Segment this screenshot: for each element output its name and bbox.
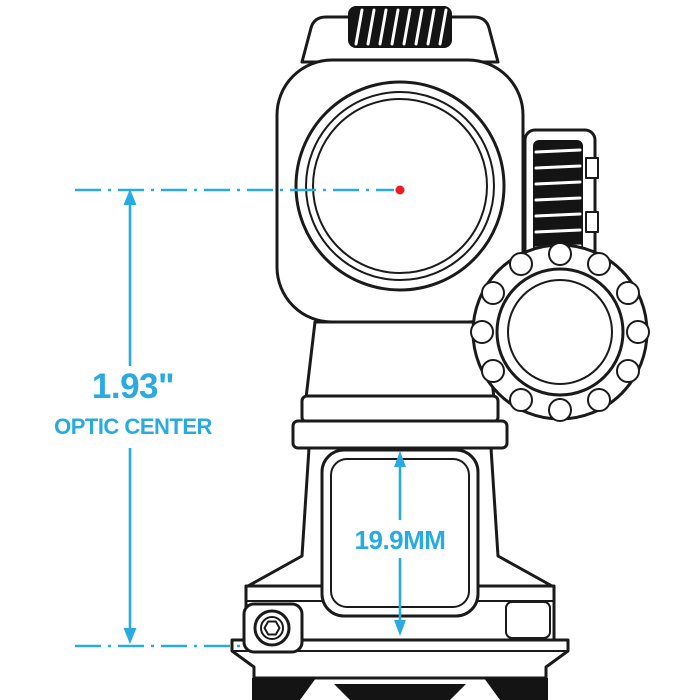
rail-foot-center	[334, 684, 466, 700]
riser-right-edge	[489, 446, 554, 588]
window-height-label: 19.9MM	[355, 525, 446, 555]
top-cap-knurl	[348, 6, 452, 48]
rail-foot-left	[252, 678, 316, 700]
knob-scallop	[470, 320, 494, 344]
arrowhead-down	[123, 628, 137, 644]
red-dot-reticle	[395, 185, 405, 195]
lens-inner-ring	[312, 98, 488, 274]
arrowhead-down	[394, 620, 406, 636]
neck-flange-lower	[291, 419, 509, 450]
knob-scallop	[626, 320, 650, 344]
rail-foot-right	[484, 678, 548, 700]
knob-scallop	[587, 252, 611, 276]
riser-left-edge	[246, 446, 311, 588]
windage-knob-tab-upper	[585, 157, 599, 179]
knob-scallop	[481, 281, 505, 305]
neck-flange-upper	[300, 394, 500, 424]
sight-top-cap	[300, 6, 500, 64]
knob-scallop	[616, 359, 640, 383]
knob-scallop	[548, 398, 572, 422]
arrowhead-up	[394, 451, 406, 467]
battery-cap-inner-ring	[495, 267, 625, 397]
battery-cap-center-ring	[507, 279, 613, 385]
lens-middle-ring	[305, 91, 495, 281]
clamp-block-right	[505, 601, 551, 639]
knob-scallop	[509, 252, 533, 276]
optic-height-label: 1.93"	[92, 367, 174, 406]
mount-neck	[291, 320, 509, 450]
bolt-head-outer	[253, 609, 291, 647]
knob-scallop	[548, 242, 572, 266]
arrowhead-up	[123, 189, 137, 205]
objective-lens	[294, 80, 506, 292]
windage-knob-ridges	[534, 148, 582, 250]
clamp-bolt	[242, 602, 304, 654]
optic-center-caption: OPTIC CENTER	[54, 414, 212, 439]
mount-riser	[246, 446, 554, 588]
windage-knob-tab-lower	[585, 211, 599, 233]
dimension-annotations: 1.93" OPTIC CENTER 19.9MM	[54, 188, 446, 648]
bolt-hex-socket	[263, 620, 281, 636]
top-cap-knurl-ridges	[354, 8, 448, 46]
knob-scallop	[509, 388, 533, 412]
knob-scallop	[587, 388, 611, 412]
bolt-head-inner	[260, 616, 284, 640]
battery-cap-knob	[470, 242, 650, 422]
neck-taper	[304, 320, 496, 400]
knob-scallop	[481, 359, 505, 383]
knob-scallop	[616, 281, 640, 305]
